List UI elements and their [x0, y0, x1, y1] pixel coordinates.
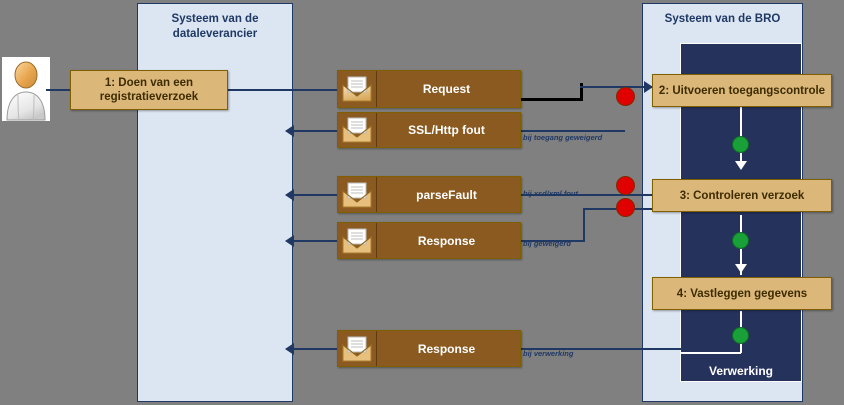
activity-1-label-line1: 1: Doen van een — [104, 77, 194, 89]
arrow-sslfout-left — [285, 125, 294, 137]
connector-response-geweigerd-to-left — [293, 240, 338, 242]
envelope-icon — [338, 113, 377, 147]
arrow-parsefault-left — [285, 189, 294, 201]
flow-return-line — [681, 352, 741, 354]
connector-response-geweigerd-elbow — [583, 208, 585, 242]
connector-actor-to-a1 — [46, 89, 70, 91]
connector-parsefault-to-left — [293, 194, 338, 196]
activity-1-doen-registratieverzoek[interactable]: 1: Doen van een registratieverzoek — [70, 70, 228, 110]
connector-response-geweigerd-from-a3 — [520, 240, 585, 242]
connector-sslfout-from-right — [520, 130, 625, 132]
error-dot-geweigerd — [616, 198, 635, 217]
lane-bro-title: Systeem van de BRO — [664, 13, 781, 25]
envelope-icon — [338, 71, 377, 107]
activity-3-controleren-verzoek[interactable]: 3: Controleren verzoek — [652, 179, 832, 212]
activity-4-label: 4: Vastleggen gegevens — [676, 287, 808, 300]
condition-label-verwerking: bij verwerking — [523, 349, 574, 358]
lane-dataleverancier-title-line1: Systeem van de — [171, 13, 259, 25]
connector-response-verwerking-from-band — [520, 348, 682, 350]
condition-label-xsd-fout: bij xsd/xml fout — [523, 189, 579, 198]
condition-label-toegang-geweigerd: bij toegang geweigerd — [523, 133, 603, 142]
activity-3-label: 3: Controleren verzoek — [679, 189, 805, 202]
actor-dataleverancier — [2, 57, 50, 121]
flow-line-segment-1 — [740, 100, 742, 162]
connector-sslfout-to-left — [293, 130, 338, 132]
activity-2-uitvoeren-toegangscontrole[interactable]: 2: Uitvoeren toegangscontrole — [652, 74, 832, 107]
message-request-label: Request — [422, 82, 471, 96]
error-dot-toegang-geweigerd — [616, 87, 635, 106]
activity-4-vastleggen-gegevens[interactable]: 4: Vastleggen gegevens — [652, 277, 832, 310]
message-parsefault[interactable]: parseFault — [337, 176, 521, 213]
connector-parsefault-from-a3 — [520, 194, 655, 196]
message-ssl-http-fout-label: SSL/Http fout — [408, 123, 485, 137]
process-band-label: Verwerking — [708, 364, 774, 378]
message-response-geweigerd[interactable]: Response — [337, 222, 521, 259]
connector-request-elbow-vertical — [580, 83, 583, 101]
error-dot-xsd-fout — [616, 176, 635, 195]
message-ssl-http-fout[interactable]: SSL/Http fout — [337, 112, 521, 148]
flow-arrow-1 — [735, 161, 747, 170]
message-request[interactable]: Request — [337, 70, 521, 108]
ok-dot-after-a2 — [732, 136, 749, 153]
activity-1-label-line2: registratieverzoek — [99, 91, 199, 103]
connector-a1-to-request — [228, 89, 338, 91]
person-icon — [6, 61, 46, 121]
envelope-icon — [338, 223, 377, 258]
connector-response-verwerking-to-left — [293, 348, 338, 350]
message-response-verwerking[interactable]: Response — [337, 330, 521, 367]
message-parsefault-label: parseFault — [416, 187, 477, 202]
arrow-into-a2 — [644, 81, 653, 93]
arrow-response-verwerking-left — [285, 343, 294, 355]
connector-request-to-a2 — [520, 98, 582, 101]
lane-dataleverancier-title-line2: dataleverancier — [172, 28, 258, 40]
condition-label-geweigerd: bij geweigerd — [523, 239, 571, 248]
message-response-verwerking-label: Response — [417, 341, 476, 356]
flow-arrow-2 — [735, 264, 747, 273]
arrow-response-geweigerd-left — [285, 235, 294, 247]
envelope-icon — [338, 177, 377, 212]
ok-dot-after-a4 — [732, 327, 749, 344]
ok-dot-after-a3 — [732, 232, 749, 249]
connector-request-to-a2-arrowline — [580, 86, 652, 88]
envelope-icon — [338, 331, 377, 366]
lane-dataleverancier: Systeem van de dataleverancier — [137, 3, 293, 402]
message-response-geweigerd-label: Response — [417, 233, 476, 248]
activity-2-label: 2: Uitvoeren toegangscontrole — [658, 84, 826, 97]
